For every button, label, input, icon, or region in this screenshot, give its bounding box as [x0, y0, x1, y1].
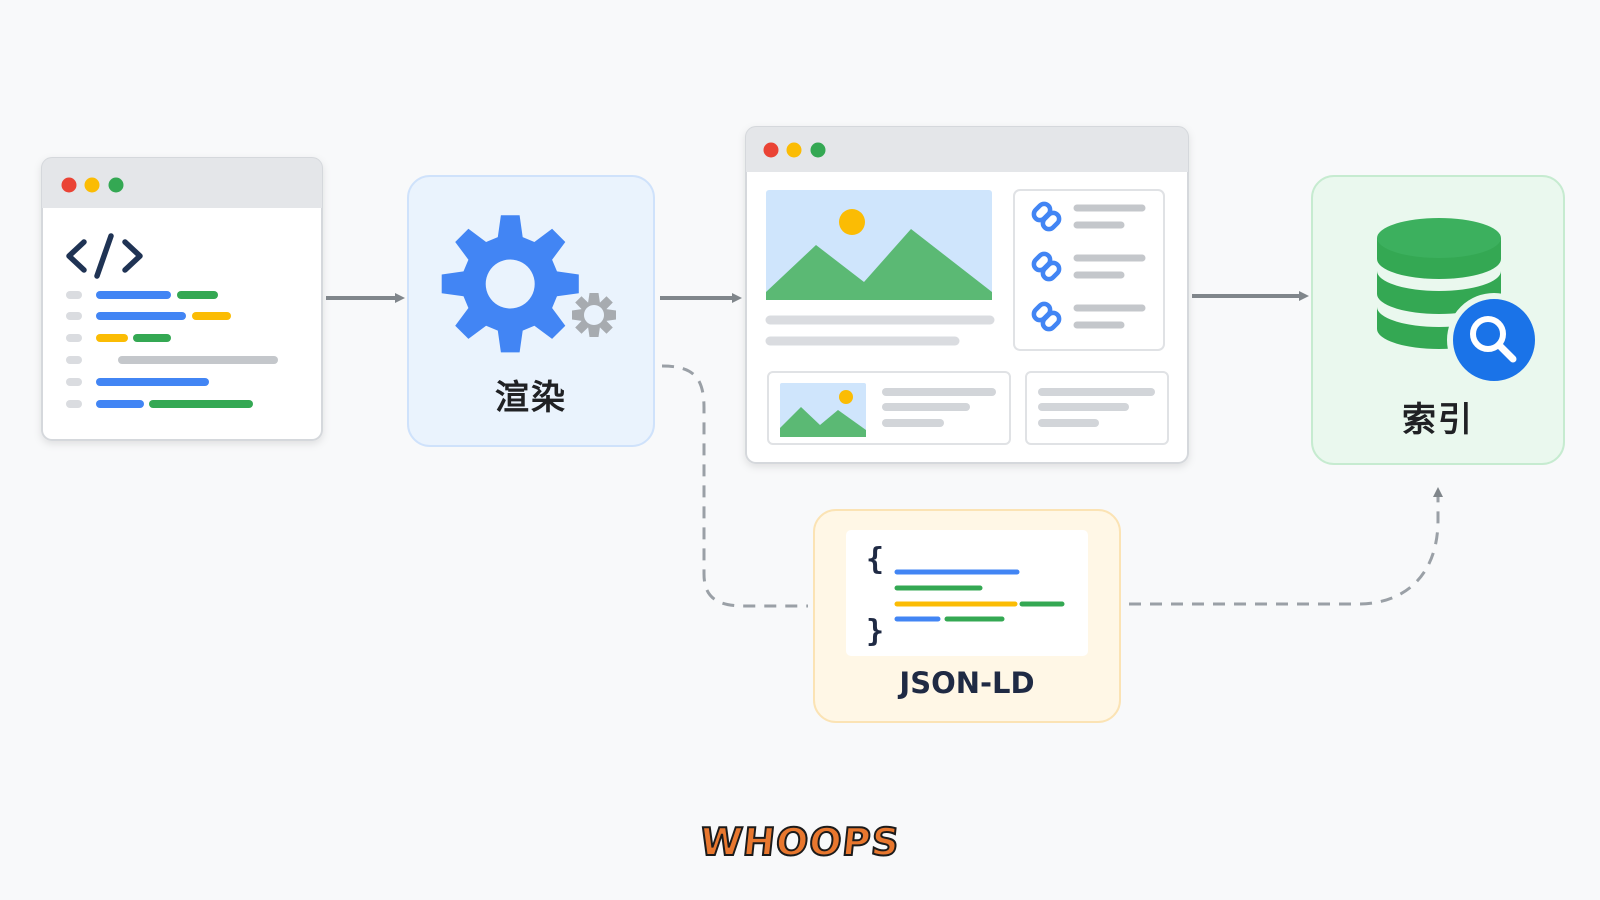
link-icon	[1031, 251, 1062, 282]
link-icon	[1031, 301, 1062, 332]
content-card	[1025, 371, 1169, 445]
dashed-render-to-jsonld	[661, 364, 808, 608]
code-lines	[66, 291, 278, 408]
json-braces-icon: }	[866, 614, 884, 649]
window-maximize-dot	[108, 177, 124, 193]
link-icon	[1031, 201, 1062, 232]
window-close-dot	[61, 177, 77, 193]
window-minimize-dot	[786, 142, 802, 158]
rendered-page-node	[745, 126, 1189, 464]
dashed-jsonld-to-index	[1129, 487, 1443, 606]
whoops-watermark: WHOOPS	[697, 819, 903, 865]
json-ld-node: { }	[813, 509, 1121, 723]
connectors	[326, 291, 1309, 303]
source-code-node	[41, 157, 323, 441]
index-node	[1311, 175, 1565, 465]
window-minimize-dot	[84, 177, 100, 193]
index-label: 索引	[1402, 400, 1474, 440]
render-label: 渲染	[495, 378, 567, 418]
thumbnail-image-icon	[780, 383, 866, 437]
gear-icon	[441, 215, 579, 353]
search-icon	[1447, 293, 1541, 387]
render-node	[407, 175, 655, 447]
code-brackets-icon	[66, 233, 143, 279]
json-lines	[894, 569, 1065, 622]
json-braces-icon: {	[866, 542, 884, 577]
small-gear-icon	[572, 293, 616, 337]
window-maximize-dot	[810, 142, 826, 158]
window-close-dot	[763, 142, 779, 158]
json-ld-label: JSON-LD	[899, 666, 1035, 700]
dashed-connectors	[661, 364, 1443, 608]
links-panel	[1013, 189, 1165, 351]
content-card	[767, 371, 1011, 445]
landscape-image-icon	[766, 190, 992, 300]
